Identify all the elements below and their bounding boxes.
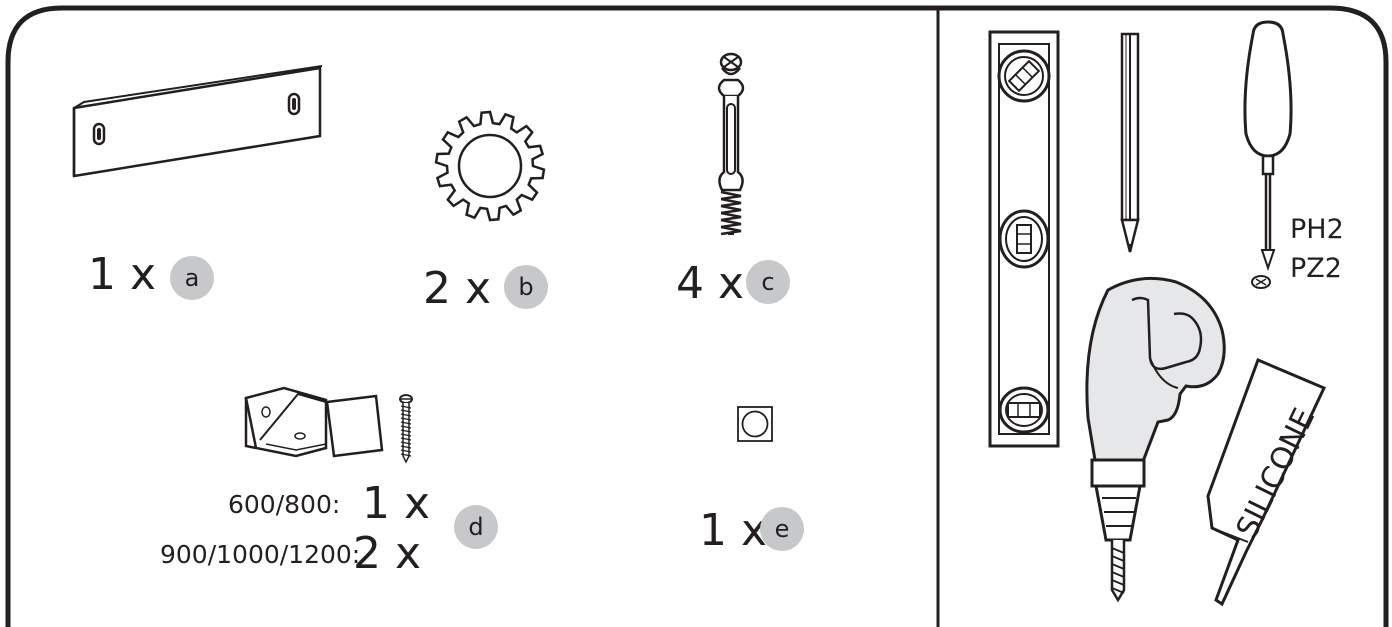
part-e-letter-badge: e (760, 507, 804, 551)
wood-screw-icon (399, 394, 413, 464)
part-b-letter-badge: b (504, 265, 548, 309)
part-c-quantity: 4 x (676, 258, 745, 309)
adhesive-pad-icon (325, 394, 384, 458)
part-d-quantity-900-1200: 2 x (353, 528, 422, 579)
corner-bracket-icon (244, 386, 328, 458)
screwdriver-bit-ph2: PH2 (1290, 214, 1344, 245)
part-d-letter-badge: d (454, 505, 498, 549)
part-a-letter-badge: a (170, 256, 214, 300)
part-e-quantity: 1 x (699, 505, 768, 556)
part-b-quantity: 2 x (423, 263, 492, 314)
part-c-letter-badge: c (746, 260, 790, 304)
part-d-sizes-900-1200: 900/1000/1200: (160, 540, 361, 569)
part-a-quantity: 1 x (88, 249, 157, 300)
part-d-quantity-600-800: 1 x (362, 478, 431, 529)
screwdriver-bit-pz2: PZ2 (1290, 253, 1342, 284)
part-d-sizes-600-800: 600/800: (228, 490, 341, 519)
